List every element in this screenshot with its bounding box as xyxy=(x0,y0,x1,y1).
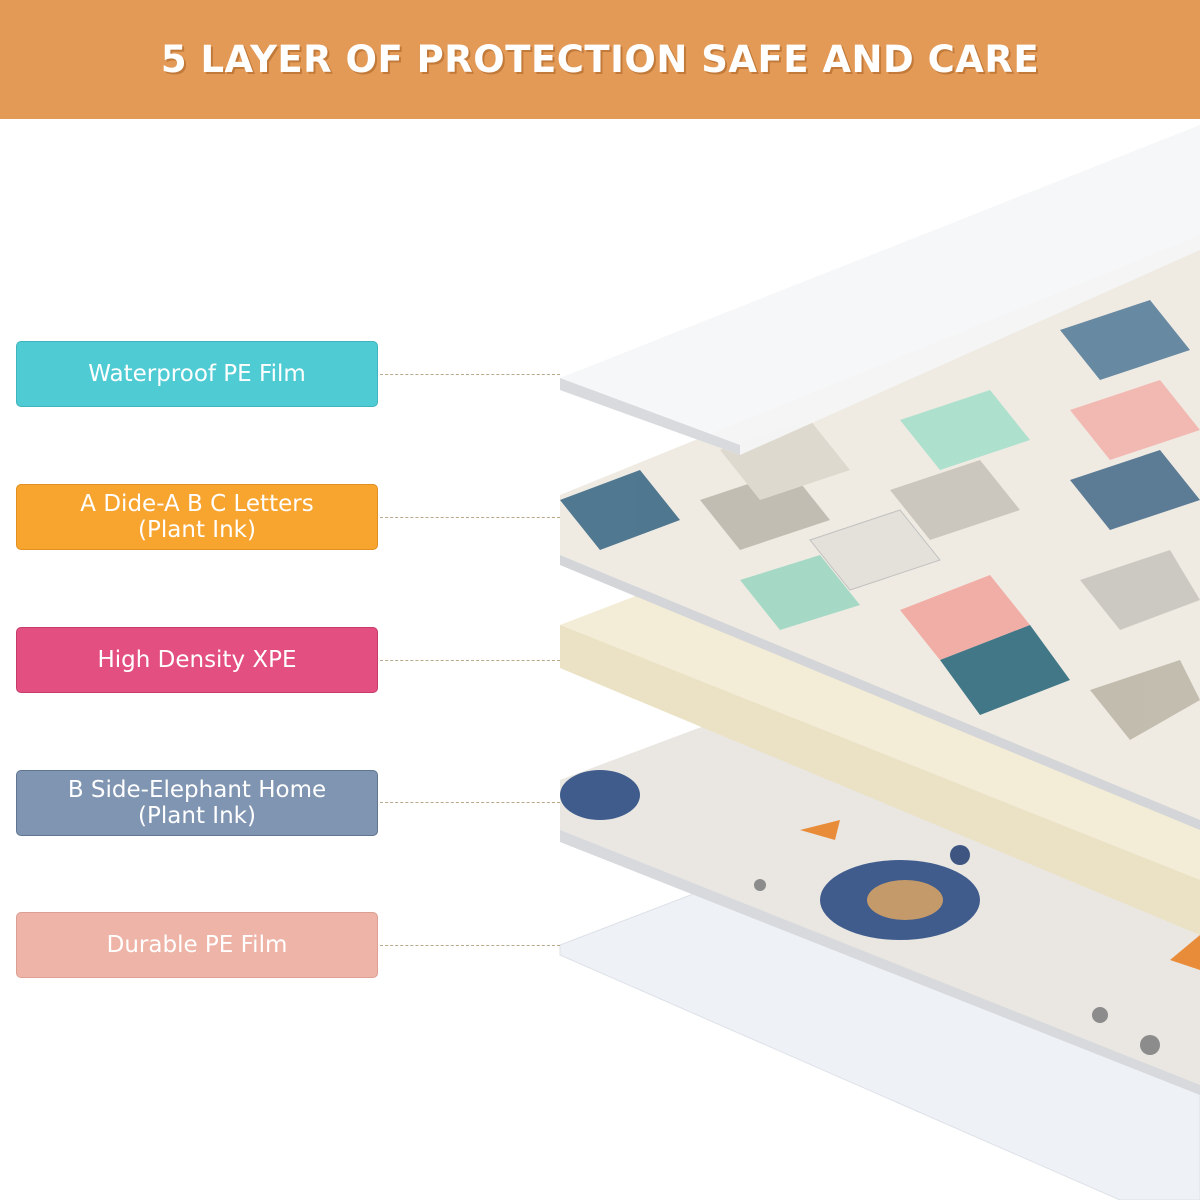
header-banner: 5 LAYER OF PROTECTION SAFE AND CARE xyxy=(0,0,1200,119)
leader-line xyxy=(380,374,560,375)
label-high-density-xpe: High Density XPE xyxy=(16,627,378,693)
top-film-layer xyxy=(560,125,1200,455)
label-a-side-letters: A Dide-A B C Letters (Plant Ink) xyxy=(16,484,378,550)
header-title: 5 LAYER OF PROTECTION SAFE AND CARE xyxy=(160,38,1040,81)
a-side-layer xyxy=(560,235,1200,830)
label-waterproof-pe-film: Waterproof PE Film xyxy=(16,341,378,407)
label-text: B Side-Elephant Home xyxy=(67,777,327,803)
label-text: Waterproof PE Film xyxy=(88,361,306,387)
label-durable-pe-film: Durable PE Film xyxy=(16,912,378,978)
fox-icon xyxy=(800,820,1200,970)
leader-line xyxy=(380,517,560,518)
leader-line xyxy=(380,945,560,946)
leader-line xyxy=(380,802,560,803)
leader-line xyxy=(380,660,560,661)
label-subtext: (Plant Ink) xyxy=(138,803,256,829)
label-subtext: (Plant Ink) xyxy=(138,517,256,543)
label-b-side-elephant-home: B Side-Elephant Home (Plant Ink) xyxy=(16,770,378,836)
hedgehog-icon xyxy=(754,879,1160,1055)
label-text: A Dide-A B C Letters xyxy=(80,491,314,517)
elephant-icon xyxy=(560,770,980,940)
label-text: High Density XPE xyxy=(97,647,297,673)
label-text: Durable PE Film xyxy=(106,932,288,958)
alphabet-tiles xyxy=(560,300,1200,740)
